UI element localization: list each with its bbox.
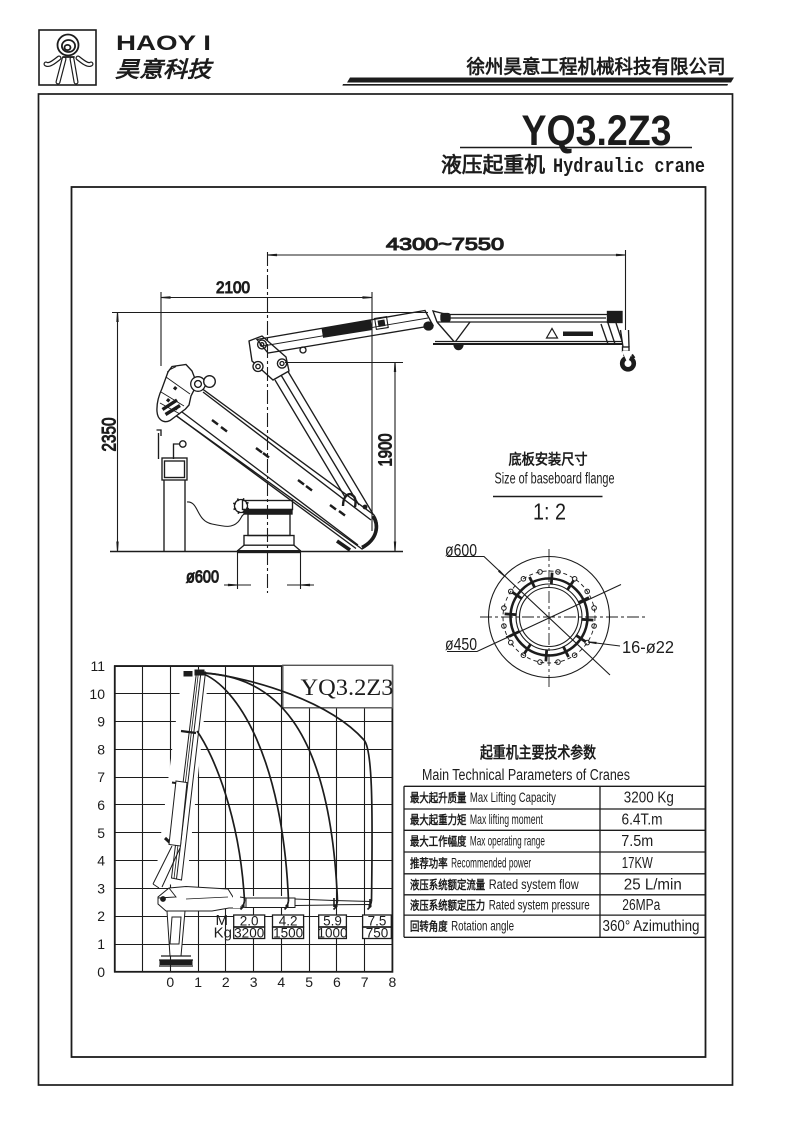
svg-text:3: 3 — [250, 974, 258, 990]
svg-text:回转角度: 回转角度 — [410, 919, 448, 934]
svg-text:最大起升质量: 最大起升质量 — [410, 790, 466, 805]
svg-text:0: 0 — [97, 964, 105, 980]
svg-text:液压系统额定压力: 液压系统额定压力 — [410, 898, 485, 913]
svg-text:液压系统额定流量: 液压系统额定流量 — [410, 877, 485, 892]
svg-text:8: 8 — [389, 974, 397, 990]
svg-text:推荐功率: 推荐功率 — [410, 855, 448, 870]
svg-text:昊意科技: 昊意科技 — [115, 57, 214, 82]
svg-text:1500: 1500 — [273, 925, 303, 940]
svg-text:起重机主要技术参数: 起重机主要技术参数 — [479, 743, 597, 762]
svg-text:Rotation angle: Rotation angle — [451, 918, 514, 934]
svg-text:4: 4 — [97, 853, 105, 869]
svg-text:8: 8 — [97, 741, 105, 757]
svg-text:2: 2 — [222, 974, 230, 990]
svg-text:25 L/min: 25 L/min — [624, 876, 682, 893]
svg-text:3200: 3200 — [234, 925, 264, 940]
svg-text:16-ø22: 16-ø22 — [622, 637, 674, 657]
svg-text:7: 7 — [361, 974, 369, 990]
svg-text:Recommended power: Recommended power — [451, 854, 531, 870]
svg-text:2: 2 — [97, 908, 105, 924]
svg-text:最大工作幅度: 最大工作幅度 — [410, 834, 467, 849]
svg-text:Rated system pressure: Rated system pressure — [489, 897, 590, 913]
svg-text:4: 4 — [277, 974, 285, 990]
svg-text:4.2: 4.2 — [279, 913, 298, 928]
svg-text:6: 6 — [97, 797, 105, 813]
svg-text:17KW: 17KW — [622, 855, 653, 872]
svg-text:最大起重力矩: 最大起重力矩 — [410, 812, 466, 827]
svg-text:Main Technical Parameters of C: Main Technical Parameters of Cranes — [422, 767, 630, 784]
svg-text:9: 9 — [97, 714, 105, 730]
svg-text:10: 10 — [89, 686, 105, 702]
svg-text:Max operating range: Max operating range — [470, 833, 545, 849]
svg-text:2350: 2350 — [100, 418, 121, 452]
svg-text:液压起重机: 液压起重机 — [441, 153, 545, 177]
svg-text:Max Lifting Capacity: Max Lifting Capacity — [470, 789, 556, 805]
svg-text:HAOY I: HAOY I — [116, 32, 211, 55]
svg-text:2.0: 2.0 — [240, 913, 259, 928]
svg-text:5: 5 — [97, 825, 105, 841]
svg-text:Max lifting moment: Max lifting moment — [470, 811, 543, 827]
svg-text:ø600: ø600 — [186, 567, 219, 587]
svg-text:26MPa: 26MPa — [622, 897, 660, 914]
svg-text:2100: 2100 — [216, 279, 250, 297]
svg-text:6: 6 — [333, 974, 341, 990]
svg-text:7: 7 — [97, 769, 105, 785]
svg-text:6.4T.m: 6.4T.m — [622, 812, 663, 829]
svg-text:3: 3 — [97, 880, 105, 896]
svg-text:5.9: 5.9 — [323, 913, 342, 928]
svg-text:4300~7550: 4300~7550 — [386, 234, 504, 254]
svg-text:3200 Kg: 3200 Kg — [624, 790, 674, 807]
svg-text:1: 1 — [194, 974, 202, 990]
svg-text:Kg: Kg — [214, 925, 232, 942]
svg-text:Hydraulic crane: Hydraulic crane — [553, 156, 705, 179]
svg-text:YQ3.2Z3: YQ3.2Z3 — [301, 675, 394, 700]
svg-text:360° Azimuthing: 360° Azimuthing — [603, 918, 700, 935]
svg-text:750: 750 — [366, 925, 389, 940]
svg-text:1900: 1900 — [376, 434, 396, 467]
svg-text:M: M — [216, 912, 229, 929]
svg-text:底板安装尺寸: 底板安装尺寸 — [509, 451, 588, 469]
svg-text:1: 2: 1: 2 — [533, 499, 566, 525]
svg-text:7.5m: 7.5m — [621, 833, 653, 850]
svg-text:ø600: ø600 — [445, 540, 477, 560]
svg-text:7.5: 7.5 — [368, 913, 387, 928]
svg-text:0: 0 — [166, 974, 174, 990]
svg-text:ø450: ø450 — [445, 634, 477, 654]
svg-text:5: 5 — [305, 974, 313, 990]
svg-text:1: 1 — [97, 936, 105, 952]
svg-text:Rated system flow: Rated system flow — [489, 876, 580, 892]
svg-text:徐州昊意工程机械科技有限公司: 徐州昊意工程机械科技有限公司 — [466, 55, 726, 78]
svg-text:1000: 1000 — [317, 925, 347, 940]
svg-text:11: 11 — [90, 658, 105, 674]
svg-text:Size of baseboard flange: Size of baseboard flange — [495, 471, 615, 488]
